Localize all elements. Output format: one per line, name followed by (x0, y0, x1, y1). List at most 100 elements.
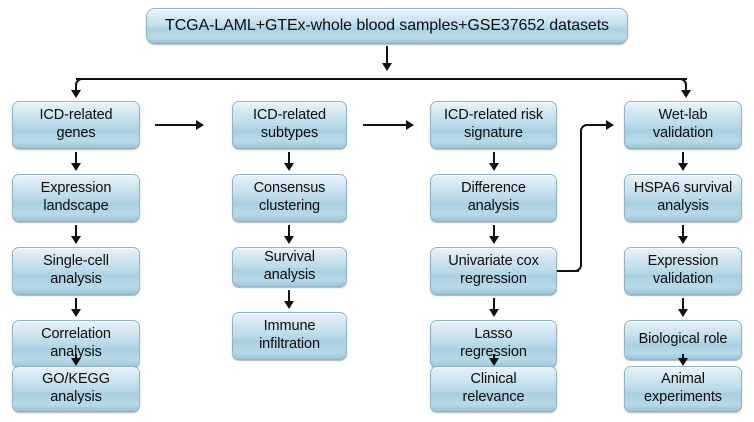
cox-to-wetlab-top-corner (580, 124, 589, 134)
box-univariate-cox-regression: Univariate cox regression (430, 247, 557, 295)
title-to-bus-arrow-head (382, 63, 392, 71)
box-icd-related-genes-line1: ICD-related (39, 107, 113, 124)
c4-arrow3-line (682, 298, 684, 312)
bus-to-column4-line (685, 84, 687, 92)
bus-to-column1-line (75, 84, 77, 92)
distribution-bus-right-corner (679, 78, 687, 86)
c1-arrow1-head (71, 163, 81, 171)
cox-to-wetlab-arrow-head (606, 120, 614, 130)
subtypes-to-risk-line (363, 124, 407, 126)
box-expression-landscape: Expression landscape (12, 174, 140, 222)
box-difference-analysis-line1: Difference (461, 180, 526, 197)
c3-arrow1-line (493, 152, 495, 166)
box-immune-infiltration-line2: infiltration (259, 336, 320, 352)
box-hspa6-survival-analysis-line1: HSPA6 survival (633, 180, 733, 197)
box-consensus-clustering: Consensus clustering (232, 174, 347, 222)
c4-arrow1-head (678, 163, 688, 171)
box-single-cell-analysis-line2: analysis (50, 271, 102, 287)
c1-arrow3-line (75, 298, 77, 312)
c1-arrow2-line (75, 225, 77, 239)
box-clinical-relevance: Clinical relevance (430, 366, 557, 412)
title-to-bus-line (386, 46, 388, 66)
box-difference-analysis: Difference analysis (430, 174, 557, 222)
box-expression-landscape-line2: landscape (43, 198, 109, 214)
box-single-cell-analysis-line1: Single-cell (43, 253, 109, 270)
box-icd-related-risk-signature: ICD-related risk signature (430, 101, 557, 149)
bus-to-column1-arrow-head (71, 90, 81, 98)
c3-arrow2-head (489, 236, 499, 244)
box-wet-lab-validation-line2: validation (652, 125, 714, 141)
title-box-label: TCGA-LAML+GTEx-whole blood samples+GSE37… (165, 17, 609, 35)
cox-to-wetlab-horizontal-out (557, 270, 579, 272)
box-expression-validation: Expression validation (624, 247, 742, 295)
box-immune-infiltration-line1: Immune (263, 318, 316, 335)
c4-arrow4-head (678, 358, 688, 366)
box-correlation-analysis-line1: Correlation (41, 326, 111, 343)
box-go-kegg-analysis-line2: analysis (50, 389, 102, 405)
distribution-bus-line (76, 78, 687, 80)
box-icd-related-genes-line2: genes (56, 125, 96, 141)
box-clinical-relevance-line2: relevance (462, 389, 525, 405)
distribution-bus-left-corner (75, 78, 83, 86)
cox-to-wetlab-vertical (580, 132, 582, 264)
bus-to-column4-arrow-head (681, 90, 691, 98)
c3-arrow1-head (489, 163, 499, 171)
box-icd-related-risk-signature-line2: signature (464, 125, 523, 141)
box-hspa6-survival-analysis-line2: analysis (657, 198, 709, 214)
c3-arrow3-head (489, 309, 499, 317)
c2-arrow2-line (288, 225, 290, 239)
c1-arrow4b-head (71, 358, 81, 366)
box-difference-analysis-line2: analysis (467, 198, 520, 214)
c4-arrow3-head (678, 309, 688, 317)
c2-arrow2-head (284, 236, 294, 244)
box-icd-related-subtypes-line2: subtypes (260, 125, 319, 141)
box-icd-related-subtypes: ICD-related subtypes (232, 101, 347, 149)
c3-arrow4-head (489, 358, 499, 366)
box-expression-landscape-line1: Expression (40, 180, 112, 197)
c1-arrow1-line (75, 152, 77, 166)
box-animal-experiments-line2: experiments (644, 389, 722, 405)
genes-to-subtypes-line (155, 124, 197, 126)
box-icd-related-subtypes-line1: ICD-related (252, 107, 327, 124)
c2-arrow3-line (288, 290, 290, 304)
box-consensus-clustering-line1: Consensus (253, 180, 326, 197)
c1-arrow2-head (71, 236, 81, 244)
cox-to-wetlab-bottom-corner (573, 262, 582, 272)
box-icd-related-genes: ICD-related genes (12, 101, 140, 149)
box-biological-role-line1: Biological role (638, 331, 728, 348)
box-icd-related-risk-signature-line1: ICD-related risk (443, 107, 544, 124)
genes-to-subtypes-arrow-head (196, 120, 204, 130)
c2-arrow1-head (284, 163, 294, 171)
box-univariate-cox-regression-line2: regression (460, 271, 527, 287)
box-wet-lab-validation: Wet-lab validation (624, 101, 742, 149)
box-lasso-regression-line2: regression (460, 344, 527, 360)
c3-arrow2-line (493, 225, 495, 239)
box-correlation-analysis-line2: analysis (50, 344, 102, 360)
subtypes-to-risk-arrow-head (406, 120, 414, 130)
c2-arrow3-head (284, 301, 294, 309)
c3-arrow3-line (493, 298, 495, 312)
box-univariate-cox-regression-line1: Univariate cox (448, 253, 539, 270)
title-box: TCGA-LAML+GTEx-whole blood samples+GSE37… (146, 8, 628, 44)
box-single-cell-analysis: Single-cell analysis (12, 247, 140, 295)
c4-arrow1-line (682, 152, 684, 166)
box-hspa6-survival-analysis: HSPA6 survival analysis (624, 174, 742, 222)
box-lasso-regression-line1: Lasso (474, 326, 513, 343)
box-survival-analysis: Survival analysis (232, 247, 347, 287)
box-consensus-clustering-line2: clustering (258, 198, 321, 214)
box-expression-validation-line2: validation (652, 271, 714, 287)
box-wet-lab-validation-line1: Wet-lab (658, 107, 708, 124)
box-clinical-relevance-line1: Clinical (470, 371, 517, 388)
c4-arrow2-head (678, 236, 688, 244)
cox-to-wetlab-horizontal-in (586, 124, 608, 126)
box-immune-infiltration: Immune infiltration (232, 312, 347, 360)
box-biological-role: Biological role (624, 320, 742, 360)
box-animal-experiments: Animal experiments (624, 366, 742, 412)
c4-arrow2-line (682, 225, 684, 239)
box-survival-analysis-line1: Survival analysis (263, 249, 316, 283)
c2-arrow1-line (288, 152, 290, 166)
c1-arrow3-head (71, 309, 81, 317)
box-go-kegg-analysis-line1: GO/KEGG (42, 371, 110, 388)
box-animal-experiments-line1: Animal (661, 371, 705, 388)
